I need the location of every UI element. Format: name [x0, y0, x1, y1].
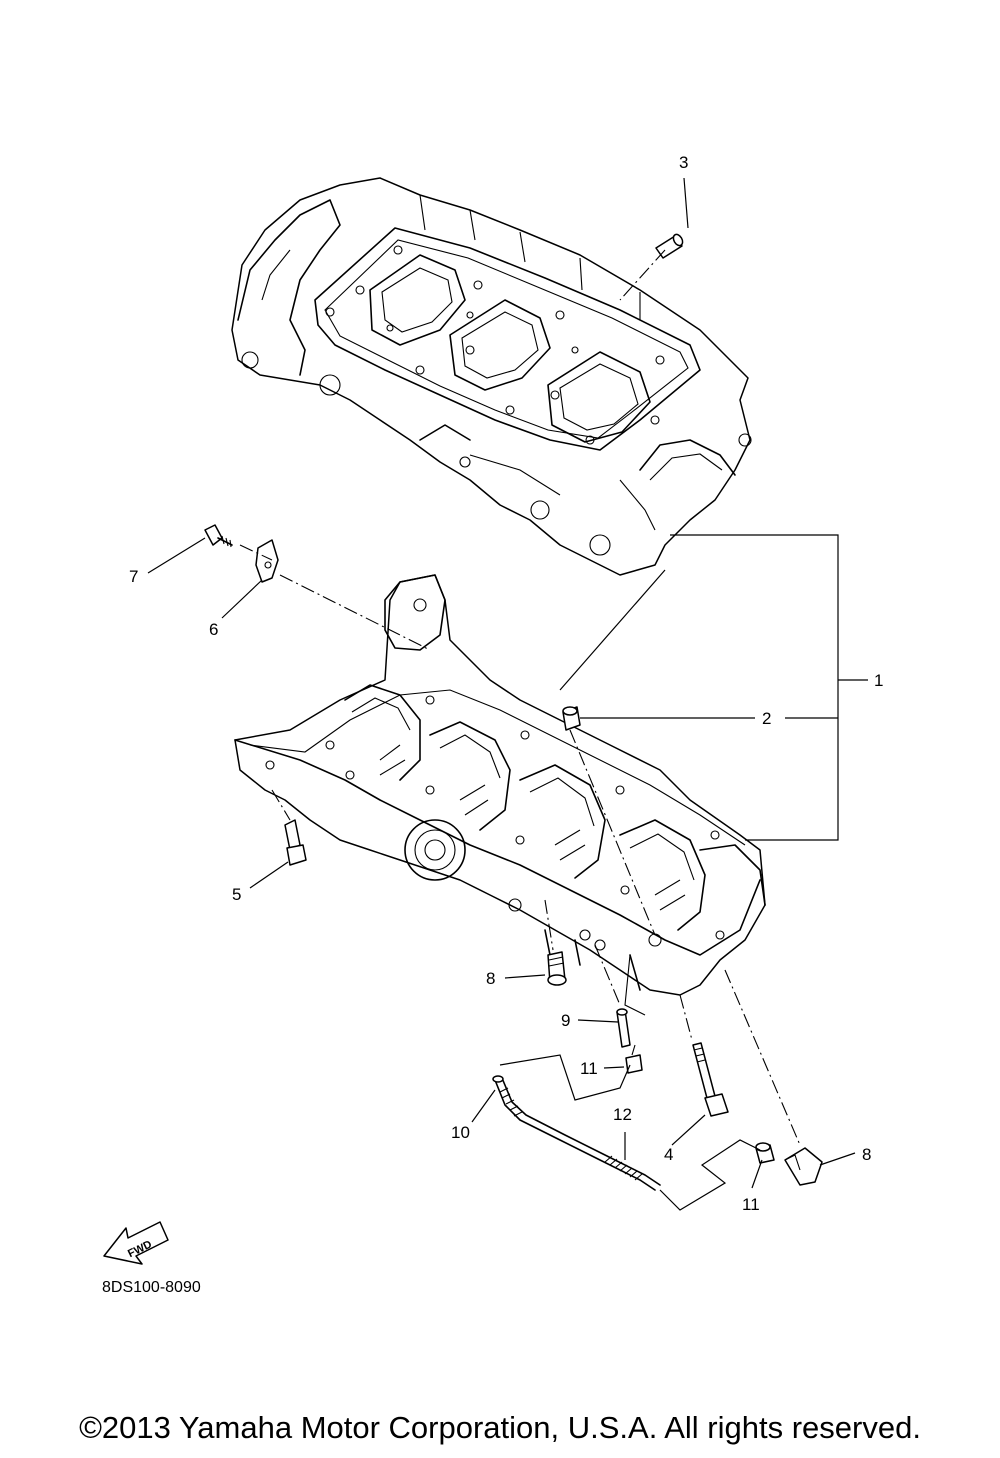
upper-crankcase: [231, 177, 752, 576]
part-10-hose: [492, 1075, 661, 1191]
label-part-9: 9: [561, 1011, 570, 1030]
part-3-dowel-pin: [655, 233, 684, 259]
part-9-pipe: [616, 1008, 631, 1048]
assembly-lines: [239, 249, 801, 1211]
part-4-long-bolt: [692, 1042, 729, 1117]
part-11-cap-upper: [625, 1054, 643, 1074]
part-8-elbow-right: [784, 1147, 823, 1186]
label-part-11-upper: 11: [580, 1059, 598, 1078]
part-12-spring: [604, 1155, 643, 1181]
fwd-arrow-icon: FWD: [103, 1221, 169, 1265]
label-part-3: 3: [679, 153, 688, 172]
label-part-2: 2: [762, 709, 771, 728]
part-6-clamp: [255, 539, 279, 583]
label-part-12: 12: [613, 1105, 632, 1124]
part-7-bolt: [204, 524, 233, 548]
leader-lines: [147, 177, 868, 1189]
label-part-1: 1: [874, 671, 883, 690]
part-number-labels: 3 1 2 7 6 5 8 9 11 10 12 4 11 8: [129, 153, 883, 1214]
copyright-notice: ©2013 Yamaha Motor Corporation, U.S.A. A…: [79, 1410, 921, 1445]
diagram-code: 8DS100-8090: [102, 1279, 201, 1296]
label-part-7: 7: [129, 567, 138, 586]
label-part-4: 4: [664, 1145, 673, 1164]
label-part-5: 5: [232, 885, 241, 904]
label-part-8-left: 8: [486, 969, 495, 988]
label-part-10: 10: [451, 1123, 470, 1142]
label-part-6: 6: [209, 620, 218, 639]
label-part-8-right: 8: [862, 1145, 871, 1164]
part-5-bolt: [284, 819, 307, 866]
part-8-fitting-left: [547, 951, 567, 986]
lower-crankcase: [234, 574, 766, 1016]
part-2-dowel: [562, 706, 581, 731]
label-part-11-lower: 11: [742, 1195, 760, 1214]
part-11-cap-lower: [755, 1142, 775, 1164]
